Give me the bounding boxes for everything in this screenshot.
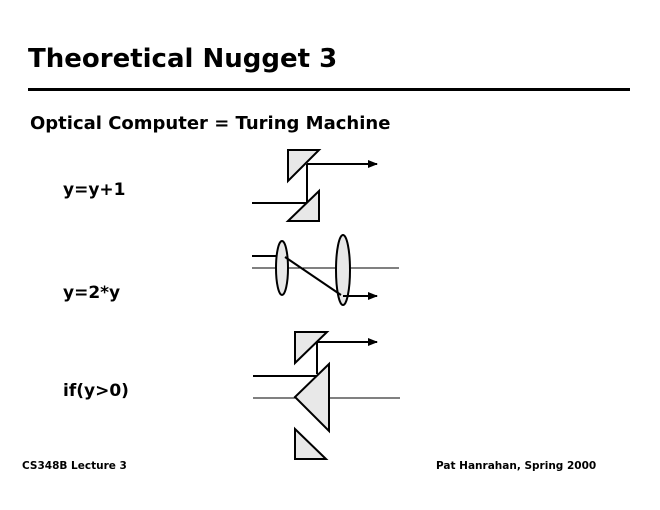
label-conditional: if(y>0)	[63, 381, 129, 401]
slide-subtitle: Optical Computer = Turing Machine	[30, 113, 391, 134]
slide-title: Theoretical Nugget 3	[28, 44, 338, 74]
conditional-diagram	[253, 331, 400, 460]
footer-course: CS348B Lecture 3	[22, 460, 127, 472]
double-diagram	[252, 234, 399, 306]
label-double: y=2*y	[63, 283, 121, 303]
label-increment: y=y+1	[63, 180, 126, 200]
increment-diagram	[252, 149, 378, 222]
footer-author: Pat Hanrahan, Spring 2000	[436, 460, 597, 472]
title-divider	[28, 88, 630, 91]
